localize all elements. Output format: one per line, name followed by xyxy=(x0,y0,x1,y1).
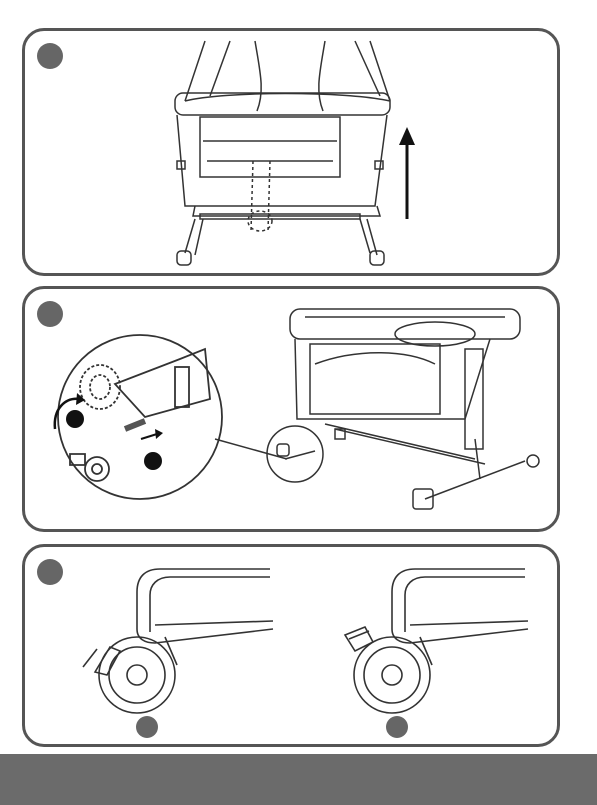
step-marker-icon xyxy=(136,716,158,738)
step-marker-icon xyxy=(386,716,408,738)
step-panel-raise xyxy=(22,28,560,276)
wheel-unlocked-illustration xyxy=(83,569,273,713)
wheel-brake-illustration xyxy=(25,547,557,744)
press-arrow-icon xyxy=(141,429,163,470)
wheel-locked-illustration xyxy=(345,569,528,713)
crib-side-view-illustration xyxy=(25,289,557,529)
footer-bar xyxy=(0,754,597,805)
up-arrow-icon xyxy=(399,127,415,219)
step-panel-detail xyxy=(22,286,560,532)
crib-raised-illustration xyxy=(25,31,557,273)
step-panel-wheel-brake xyxy=(22,544,560,747)
